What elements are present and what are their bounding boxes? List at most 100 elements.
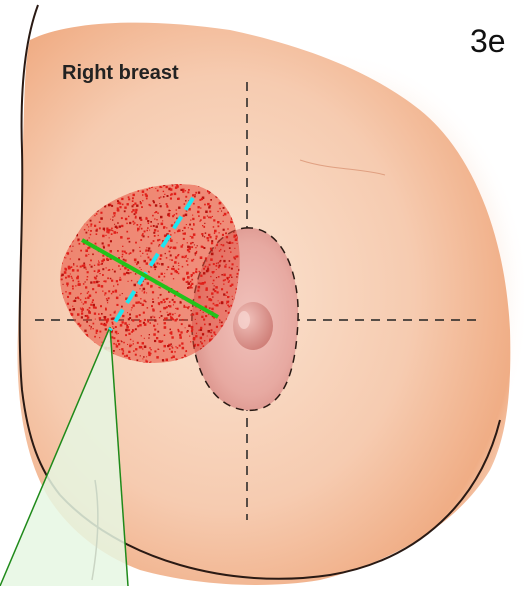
lesion-dot bbox=[90, 281, 92, 283]
lesion-dot bbox=[148, 257, 150, 259]
lesion-dot bbox=[200, 327, 202, 329]
lesion-dot bbox=[182, 347, 185, 350]
lesion-dot bbox=[139, 324, 142, 327]
lesion-dot bbox=[125, 329, 128, 332]
lesion-dot bbox=[208, 234, 210, 236]
lesion-dot bbox=[149, 187, 151, 189]
lesion-dot bbox=[81, 293, 82, 294]
lesion-dot bbox=[224, 265, 226, 267]
lesion-dot bbox=[221, 256, 223, 258]
lesion-dot bbox=[223, 280, 225, 282]
lesion-dot bbox=[116, 304, 118, 306]
lesion-dot bbox=[199, 271, 200, 272]
lesion-dot bbox=[142, 233, 144, 235]
lesion-dot bbox=[102, 255, 104, 257]
lesion-dot bbox=[146, 360, 147, 361]
lesion-dot bbox=[143, 356, 145, 358]
lesion-dot bbox=[164, 302, 165, 303]
lesion-dot bbox=[122, 246, 123, 247]
lesion-dot bbox=[227, 296, 229, 298]
lesion-dot bbox=[185, 200, 186, 201]
lesion-dot bbox=[135, 302, 137, 304]
lesion-dot bbox=[171, 273, 173, 275]
lesion-dot bbox=[85, 249, 88, 252]
lesion-dot bbox=[107, 277, 109, 279]
lesion-dot bbox=[84, 330, 86, 332]
lesion-dot bbox=[171, 336, 173, 338]
lesion-dot bbox=[207, 237, 209, 239]
lesion-dot bbox=[74, 300, 76, 302]
lesion-dot bbox=[197, 344, 199, 346]
lesion-dot bbox=[224, 213, 227, 216]
lesion-dot bbox=[160, 254, 162, 256]
lesion-dot bbox=[166, 186, 168, 188]
lesion-dot bbox=[154, 218, 155, 219]
lesion-dot bbox=[194, 194, 196, 196]
lesion-dot bbox=[200, 310, 201, 311]
lesion-dot bbox=[126, 326, 129, 329]
lesion-dot bbox=[122, 352, 124, 354]
lesion-dot bbox=[216, 244, 218, 246]
lesion-dot bbox=[143, 288, 146, 291]
lesion-dot bbox=[153, 309, 155, 311]
lesion-dot bbox=[186, 255, 187, 256]
lesion-dot bbox=[88, 311, 89, 312]
lesion-dot bbox=[80, 266, 82, 268]
lesion-dot bbox=[173, 266, 174, 267]
lesion-dot bbox=[192, 229, 194, 231]
lesion-dot bbox=[125, 334, 127, 336]
lesion-dot bbox=[139, 314, 141, 316]
lesion-dot bbox=[134, 284, 137, 287]
lesion-dot bbox=[110, 219, 111, 220]
lesion-dot bbox=[234, 248, 235, 249]
lesion-dot bbox=[93, 281, 95, 283]
lesion-dot bbox=[116, 333, 117, 334]
lesion-dot bbox=[232, 222, 233, 223]
lesion-dot bbox=[94, 225, 96, 227]
lesion-dot bbox=[188, 189, 190, 191]
lesion-dot bbox=[160, 294, 162, 296]
lesion-dot bbox=[72, 280, 74, 282]
lesion-dot bbox=[171, 346, 172, 347]
lesion-dot bbox=[187, 281, 189, 283]
lesion-dot bbox=[158, 304, 160, 306]
lesion-dot bbox=[233, 236, 235, 238]
lesion-dot bbox=[178, 207, 180, 209]
lesion-dot bbox=[133, 251, 134, 252]
lesion-dot bbox=[185, 307, 186, 308]
lesion-dot bbox=[164, 194, 165, 195]
lesion-dot bbox=[166, 257, 168, 259]
lesion-dot bbox=[213, 263, 215, 265]
lesion-dot bbox=[87, 309, 89, 311]
lesion-dot bbox=[152, 291, 154, 293]
lesion-dot bbox=[83, 263, 85, 265]
lesion-dot bbox=[125, 252, 127, 254]
lesion-dot bbox=[201, 233, 203, 235]
lesion-dot bbox=[136, 315, 138, 317]
lesion-dot bbox=[176, 318, 178, 320]
lesion-dot bbox=[210, 199, 212, 201]
lesion-dot bbox=[214, 290, 216, 292]
lesion-dot bbox=[187, 258, 188, 259]
lesion-dot bbox=[89, 310, 90, 311]
lesion-dot bbox=[130, 344, 131, 345]
lesion-dot bbox=[108, 270, 109, 271]
lesion-dot bbox=[81, 313, 83, 315]
lesion-dot bbox=[95, 243, 97, 245]
lesion-dot bbox=[140, 288, 141, 289]
lesion-dot bbox=[159, 263, 160, 264]
lesion-dot bbox=[124, 207, 126, 209]
lesion-dot bbox=[72, 306, 73, 307]
lesion-dot bbox=[181, 342, 183, 344]
lesion-dot bbox=[174, 270, 177, 273]
lesion-dot bbox=[127, 203, 129, 205]
lesion-dot bbox=[164, 322, 166, 324]
lesion-dot bbox=[203, 319, 205, 321]
lesion-dot bbox=[160, 301, 162, 303]
lesion-dot bbox=[103, 247, 105, 249]
lesion-dot bbox=[217, 211, 218, 212]
lesion-dot bbox=[211, 329, 213, 331]
lesion-dot bbox=[157, 262, 159, 264]
lesion-dot bbox=[107, 318, 109, 320]
lesion-dot bbox=[144, 323, 147, 326]
